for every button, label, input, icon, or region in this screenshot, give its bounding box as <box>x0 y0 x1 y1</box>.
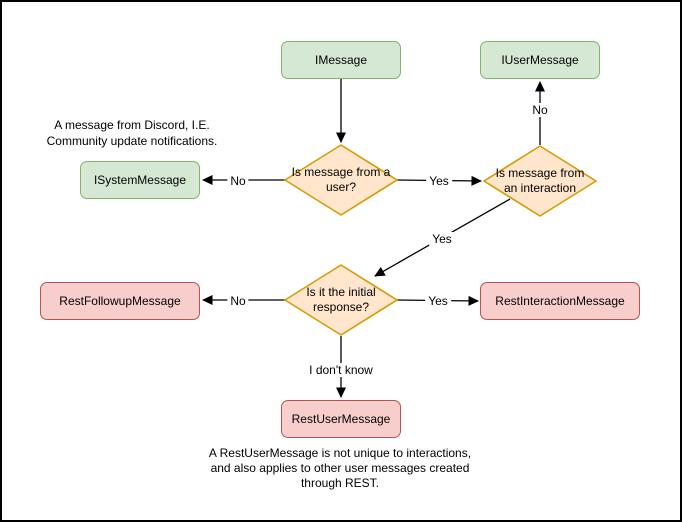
node-decision-is-initial-response: Is it the initial response? <box>283 263 399 337</box>
node-imessage-label: IMessage <box>314 53 368 67</box>
edge-label-initial-no: No <box>227 294 249 308</box>
edge-label-initial-unknown: I don't know <box>306 363 376 377</box>
annotation-line: A RestUserMessage is not unique to inter… <box>208 446 472 460</box>
annotation-line: Community update notifications. <box>46 134 218 148</box>
edge-label-initial-yes: Yes <box>425 294 451 308</box>
edge-label-user-yes: Yes <box>426 174 452 188</box>
annotation-line: A message from Discord, I.E. <box>54 118 210 132</box>
node-isystemmessage-label: ISystemMessage <box>93 173 187 187</box>
node-iusermessage-label: IUserMessage <box>501 53 579 67</box>
node-decision-is-initial-response-label: Is it the initial response? <box>306 285 376 314</box>
node-restinteractionmessage: RestInteractionMessage <box>480 282 640 320</box>
diamond-shape <box>284 144 398 216</box>
node-restfollowupmessage-label: RestFollowupMessage <box>59 294 181 308</box>
annotation-system-message-note: A message from Discord, I.E. Community u… <box>17 117 247 149</box>
diamond-shape <box>483 145 597 217</box>
edge-label-interaction-no: No <box>529 103 551 117</box>
annotation-line: through REST. <box>300 476 380 490</box>
diamond-shape <box>284 264 398 336</box>
edge-label-interaction-yes: Yes <box>429 232 455 246</box>
node-restusermessage-label: RestUserMessage <box>291 412 391 426</box>
annotation-line: and also applies to other user messages … <box>210 461 470 475</box>
annotation-rest-user-message-note: A RestUserMessage is not unique to inter… <box>170 446 510 491</box>
node-isystemmessage: ISystemMessage <box>80 161 200 199</box>
node-restusermessage: RestUserMessage <box>281 400 401 438</box>
node-imessage: IMessage <box>281 41 401 79</box>
node-restinteractionmessage-label: RestInteractionMessage <box>495 294 625 308</box>
node-decision-is-from-user-label: Is message from a user? <box>291 165 391 194</box>
node-decision-is-from-interaction-label: Is message from an interaction <box>495 166 585 195</box>
node-restfollowupmessage: RestFollowupMessage <box>40 282 200 320</box>
node-decision-is-from-interaction: Is message from an interaction <box>482 144 598 218</box>
node-decision-is-from-user: Is message from a user? <box>283 143 399 217</box>
node-iusermessage: IUserMessage <box>480 41 600 79</box>
edge-label-user-no: No <box>227 174 249 188</box>
